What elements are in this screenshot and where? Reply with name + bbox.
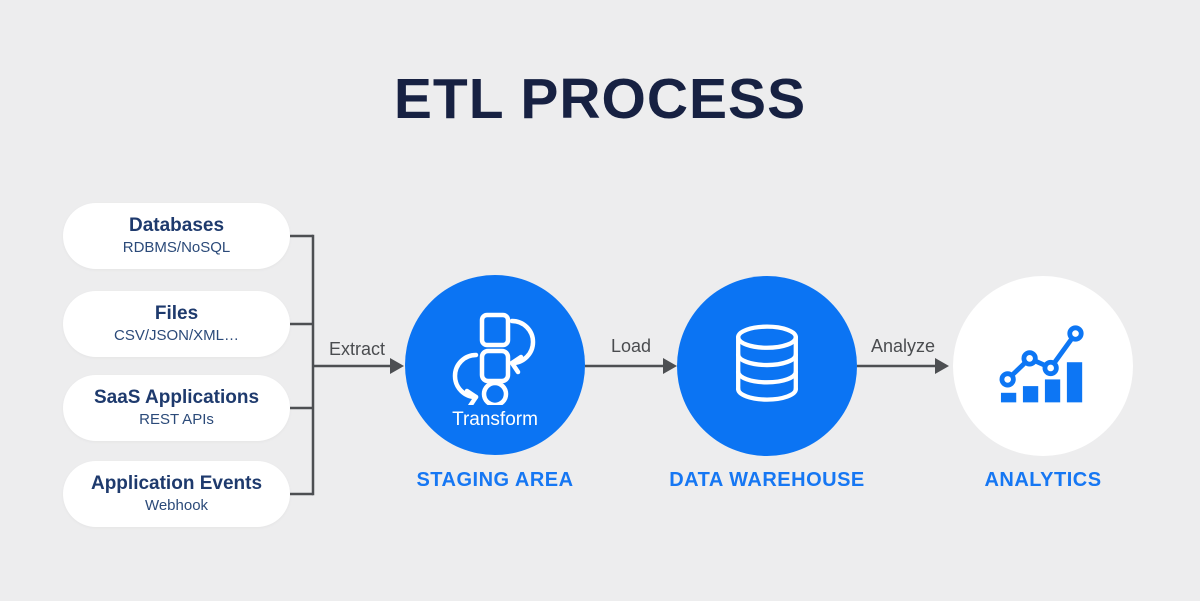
source-pill-files: Files CSV/JSON/XML…: [63, 291, 290, 357]
database-icon: [736, 324, 798, 402]
source-pill-saas-applications: SaaS Applications REST APIs: [63, 375, 290, 441]
page-title: ETL PROCESS: [393, 67, 807, 131]
analyze-label: Analyze: [870, 336, 936, 356]
source-name: Files: [154, 303, 199, 325]
transform-label: Transform: [452, 409, 538, 430]
extract-label: Extract: [328, 339, 385, 359]
source-pill-databases: Databases RDBMS/NoSQL: [63, 203, 290, 269]
data-warehouse-label: DATA WAREHOUSE: [669, 469, 865, 491]
source-pill-application-events: Application Events Webhook: [63, 461, 290, 527]
analytics-label: ANALYTICS: [984, 469, 1102, 491]
stage-circle-data-warehouse: [677, 276, 857, 456]
stage-circle-analytics: [953, 276, 1133, 456]
extract-arrowhead: [390, 358, 404, 374]
source-name: Databases: [128, 215, 225, 237]
source-detail: Webhook: [144, 497, 209, 515]
load-arrowhead: [663, 358, 677, 374]
source-detail: REST APIs: [139, 411, 214, 429]
stage-circle-staging-area: Transform: [405, 275, 585, 455]
staging-area-label: STAGING AREA: [416, 469, 574, 491]
analytics-chart-icon: [999, 325, 1084, 403]
source-name: SaaS Applications: [93, 387, 260, 409]
transform-icon: [452, 312, 536, 405]
load-label: Load: [610, 336, 652, 356]
source-name: Application Events: [90, 473, 263, 495]
source-detail: CSV/JSON/XML…: [113, 327, 240, 345]
source-detail: RDBMS/NoSQL: [122, 239, 231, 257]
analyze-arrowhead: [935, 358, 949, 374]
